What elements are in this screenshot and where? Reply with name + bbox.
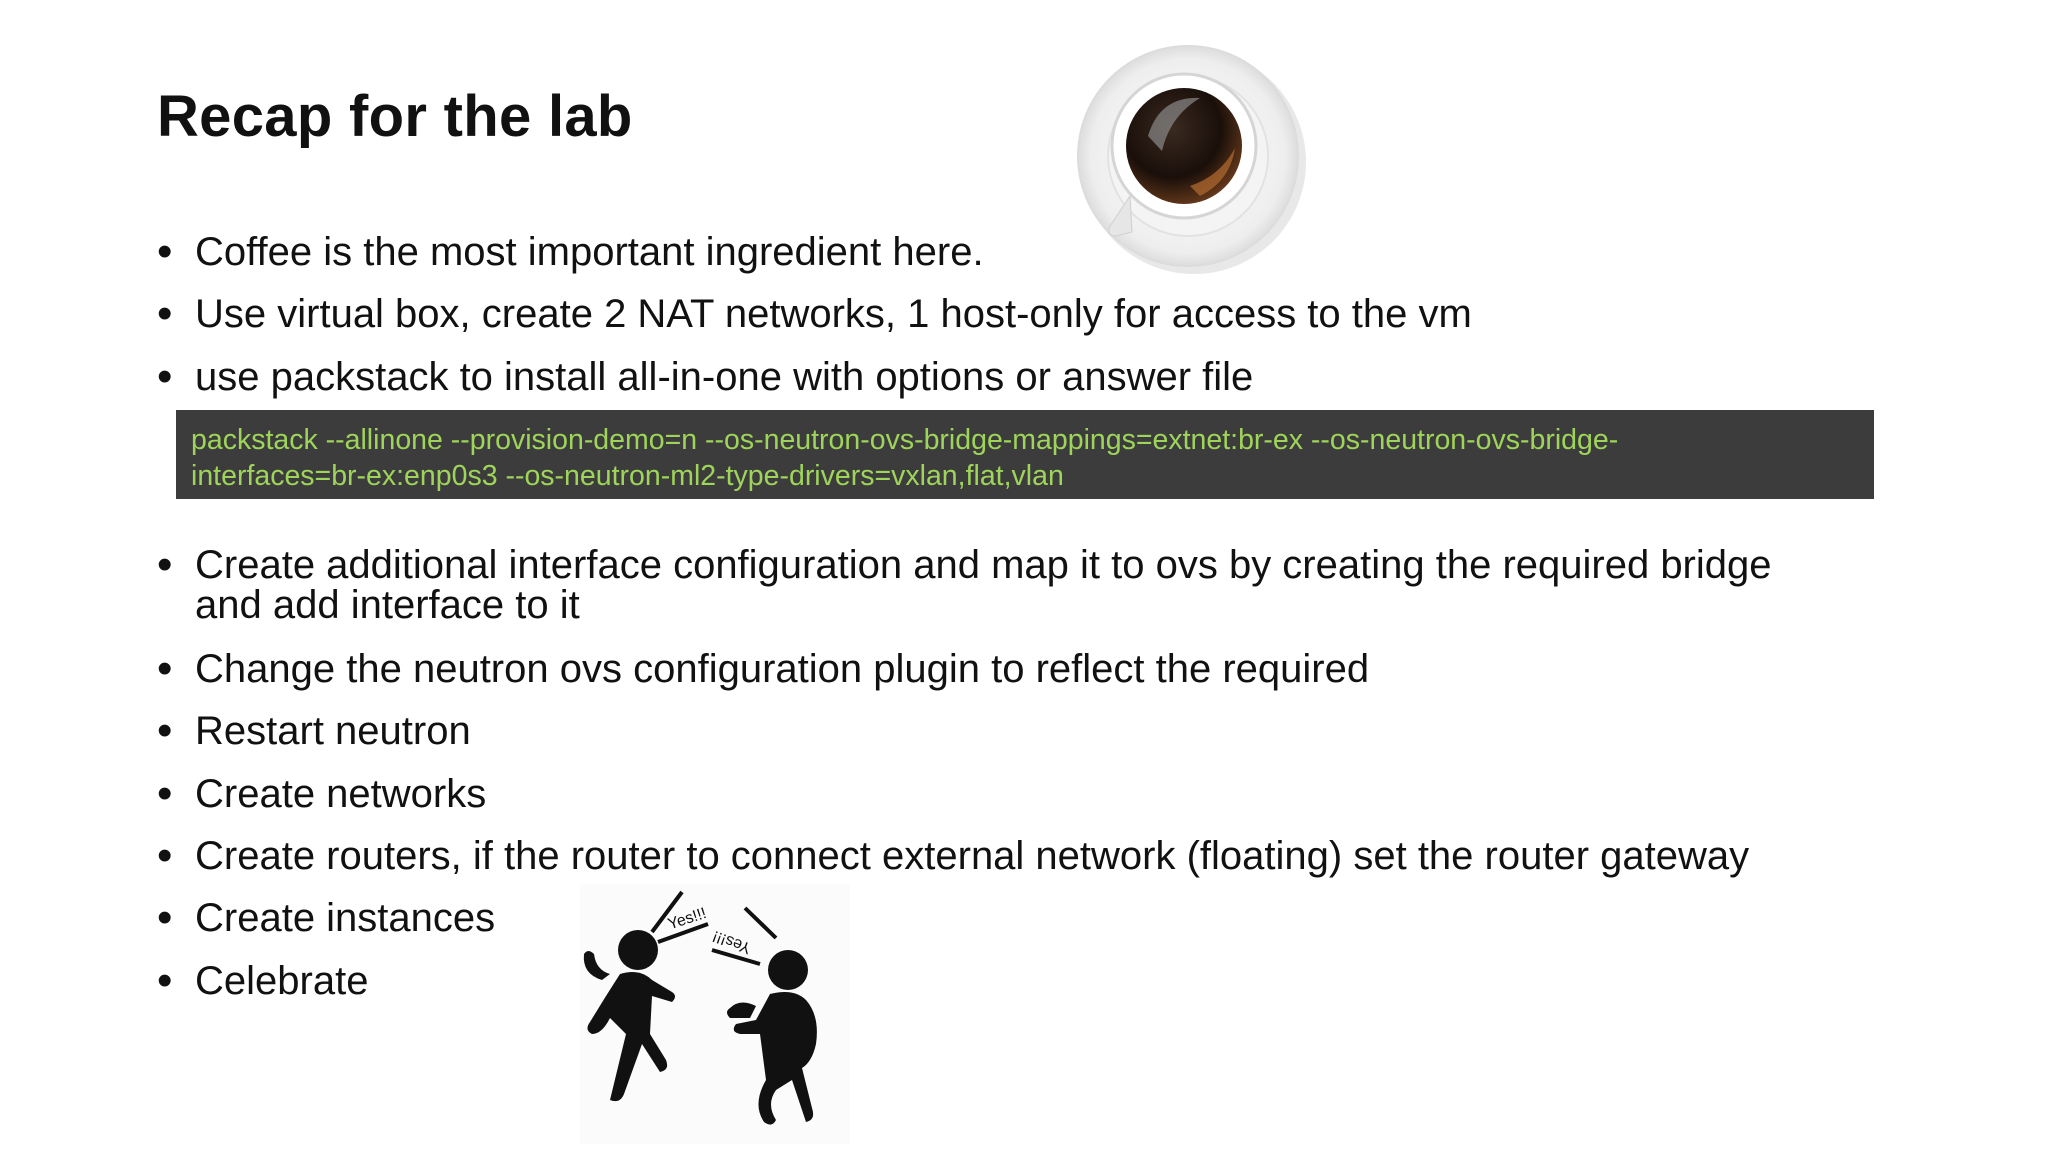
bullet-symbol: • bbox=[157, 893, 173, 942]
bullet-symbol: • bbox=[157, 644, 173, 693]
bullet-symbol: • bbox=[157, 956, 173, 1005]
bullet-text: Create instances bbox=[195, 896, 496, 940]
code-line: packstack --allinone --provision-demo=n … bbox=[191, 424, 1619, 456]
bullet-symbol: • bbox=[157, 227, 173, 276]
bullet-text: Use virtual box, create 2 NAT networks, … bbox=[195, 292, 1472, 336]
bullet-symbol: • bbox=[157, 540, 173, 589]
bullet-symbol: • bbox=[157, 352, 173, 401]
slide-title: Recap for the lab bbox=[157, 84, 633, 149]
bullet-text: Change the neutron ovs configuration plu… bbox=[195, 647, 1370, 691]
celebrating-people-icon: Yes!!! Yes!!! bbox=[580, 884, 850, 1144]
bullet-text: use packstack to install all-in-one with… bbox=[195, 355, 1254, 399]
bullet-symbol: • bbox=[157, 706, 173, 755]
bullet-text: Coffee is the most important ingredient … bbox=[195, 230, 984, 274]
bullet-text: Create networks bbox=[195, 772, 487, 816]
bullet-symbol: • bbox=[157, 289, 173, 338]
bullet-symbol: • bbox=[157, 769, 173, 818]
bullet-text: Celebrate bbox=[195, 959, 369, 1003]
coffee-cup-icon bbox=[1077, 45, 1306, 274]
bullet-text: Create routers, if the router to connect… bbox=[195, 834, 1750, 878]
bullet-symbol: • bbox=[157, 831, 173, 880]
bullet-text-line: and add interface to it bbox=[195, 583, 580, 627]
code-line: interfaces=br-ex:enp0s3 --os-neutron-ml2… bbox=[191, 460, 1064, 492]
bullet-text-line: Create additional interface configuratio… bbox=[195, 543, 1772, 587]
bullet-text: Restart neutron bbox=[195, 709, 471, 753]
command-code-block: packstack --allinone --provision-demo=n … bbox=[176, 410, 1874, 499]
